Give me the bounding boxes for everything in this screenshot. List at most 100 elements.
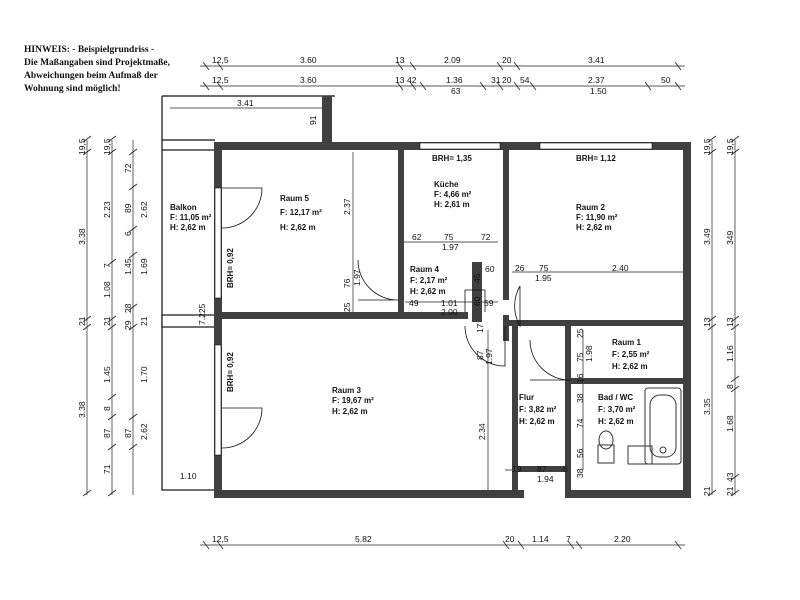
dim-left-outer: 19,5 3.38 21 3.38 (77, 138, 87, 418)
dim-label: 2.62 (139, 201, 149, 218)
dim-label: 19,5 (702, 138, 712, 155)
toilet (597, 430, 615, 464)
windows (214, 142, 653, 456)
dim-label: 49 (409, 298, 419, 308)
room-kueche: Küche F: 4,66 m² H: 2,61 m (434, 180, 472, 209)
dim-label: 60 (485, 264, 495, 274)
dim-label: 38 (575, 468, 585, 478)
room-area: F: 19,67 m² (332, 396, 374, 405)
dim-label: 3.60 (300, 75, 317, 85)
dim-label: 87 (102, 428, 112, 438)
dim-top-row-2: 12,5 3.60 13 42 1.36 31 20 54 2.37 50 63… (212, 75, 671, 96)
dim-bottom-row: 12,5 5.82 20 1.14 7 2.20 (212, 534, 631, 544)
room-area: F: 2,17 m² (410, 276, 448, 285)
room-name: Raum 5 (280, 194, 309, 203)
brh-label-raum5: BRH= 0,92 (226, 248, 235, 288)
dim-label: 7 (566, 534, 571, 544)
dim-label: 20 (502, 55, 512, 65)
dim-label: 8 (725, 384, 735, 389)
dim-label: 12,5 (212, 75, 229, 85)
dim-label: 1.14 (532, 534, 549, 544)
dim-label: 13 (395, 75, 405, 85)
dim-label: 19 (512, 464, 522, 474)
dim-label: 1.97 (484, 348, 494, 365)
room-height: H: 2,62 m (519, 417, 555, 426)
dim-label: 1.97 (352, 269, 362, 286)
brh-label-raum2: BRH= 1,12 (576, 154, 616, 163)
room-name: Bad / WC (598, 393, 633, 402)
dim-label: 43 (725, 472, 735, 482)
dim-label: 31 (491, 75, 501, 85)
dim-label: 349 (725, 231, 735, 245)
dim-label: 60 (472, 296, 482, 306)
dim-right-mid: 19,5 349 13 1.16 8 1.68 21 43 (725, 138, 735, 496)
dim-label: 13 (725, 317, 735, 327)
brh-label-raum3: BRH= 0,92 (226, 352, 235, 392)
room-area: F: 2,55 m² (612, 350, 650, 359)
room-height: H: 2,62 m (598, 417, 634, 426)
dim-label: 3.49 (702, 228, 712, 245)
dim-label: 45 (472, 273, 482, 283)
dim-balcony-bottom: 1.10 (180, 471, 197, 481)
bathtub (644, 387, 682, 465)
dim-label: 2.37 (588, 75, 605, 85)
dim-balcony-width: 3.41 (237, 98, 254, 108)
dim-label: 1.68 (725, 415, 735, 432)
dim-label: 1.97 (442, 242, 459, 252)
dim-label: 87 (123, 428, 133, 438)
room-height: H: 2,62 m (170, 223, 206, 232)
doors (221, 187, 571, 449)
dim-label: 75 (444, 232, 454, 242)
dim-label: 21 (77, 316, 87, 326)
dim-label: 63 (451, 86, 461, 96)
dim-label: 16 (575, 373, 585, 383)
room-raum5: Raum 5 F: 12,17 m² H: 2,62 m (280, 194, 322, 232)
room-name: Raum 3 (332, 386, 361, 395)
dim-label: 5.82 (355, 534, 372, 544)
washbasin (627, 445, 653, 465)
dim-label: 13 (395, 55, 405, 65)
room-flur: Flur F: 3,82 m² H: 2,62 m (519, 393, 557, 426)
disclaimer-note: HINWEIS: - Beispielgrundriss - Die Maßan… (24, 44, 224, 96)
dim-label: 62 (412, 232, 422, 242)
dim-label: 2.09 (444, 55, 461, 65)
room-area: F: 3,82 m² (519, 405, 557, 414)
dim-label: 3.35 (702, 398, 712, 415)
room-height: H: 2,62 m (612, 362, 648, 371)
room-name: Raum 4 (410, 265, 439, 274)
dim-label: 71 (102, 464, 112, 474)
room-height: H: 2,61 m (434, 200, 470, 209)
dimension-lines (82, 61, 740, 550)
dim-label: 20 (505, 534, 515, 544)
room-area: F: 11,05 m² (170, 213, 212, 222)
room-raum1: Raum 1 F: 2,55 m² H: 2,62 m (612, 338, 650, 371)
dim-label: 29 (123, 320, 133, 330)
dim-label: 19,5 (77, 138, 87, 155)
room-raum4: Raum 4 F: 2,17 m² H: 2,62 m (410, 265, 448, 296)
dim-label: 3.38 (77, 401, 87, 418)
dim-label: 1.45 (123, 258, 133, 275)
dim-label: 12,5 (212, 534, 229, 544)
dim-label: 21 (702, 486, 712, 496)
dim-label: 38 (575, 393, 585, 403)
dim-label: 6 (123, 231, 133, 236)
room-area: F: 12,17 m² (280, 208, 322, 217)
dim-label: 1.16 (725, 345, 735, 362)
dim-balcony-depth: 91 (308, 115, 318, 125)
dim-label: 21 (102, 316, 112, 326)
dim-label: 59 (484, 298, 494, 308)
dim-label: 1.01 (441, 298, 458, 308)
dim-label: 2.37 (342, 198, 352, 215)
dim-label: 87 (537, 464, 547, 474)
dim-label: 72 (481, 232, 491, 242)
dim-label: 2.40 (612, 263, 629, 273)
note-line: Wohnung sind möglich! (24, 84, 121, 94)
dim-label: 2.34 (477, 423, 487, 440)
dim-label: 50 (661, 75, 671, 85)
dim-label: 75 (539, 263, 549, 273)
room-raum3: Raum 3 F: 19,67 m² H: 2,62 m (332, 386, 374, 416)
dim-label: 1.70 (139, 366, 149, 383)
dim-label: 17 (475, 323, 485, 333)
dim-label: 72 (123, 163, 133, 173)
